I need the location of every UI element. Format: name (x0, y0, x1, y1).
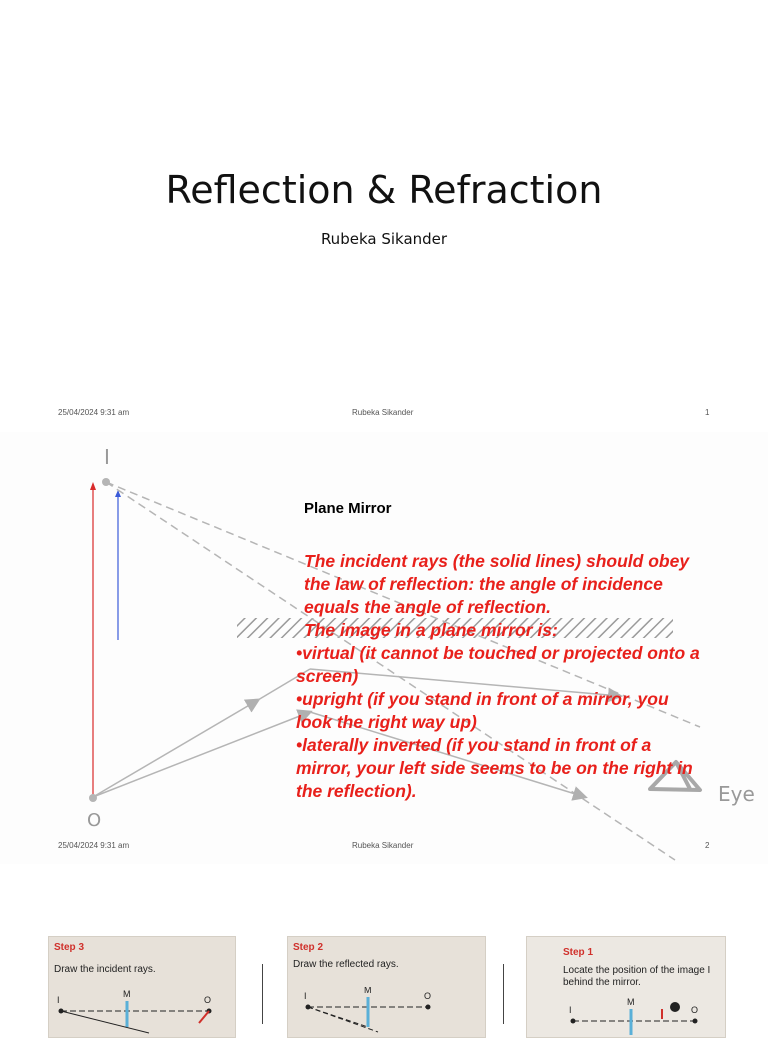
virtual-ray-1 (105, 481, 701, 728)
reflected-ray-1 (309, 668, 623, 703)
incident-ray-1-tail (257, 668, 311, 701)
step-2-diagram: I M O (304, 987, 431, 1033)
divider-line (262, 964, 263, 1024)
footer-page-number: 2 (705, 841, 710, 850)
object-label: O (87, 810, 102, 831)
step-label: Step 2 (293, 942, 324, 953)
object-point (89, 794, 97, 802)
incident-ray-1 (92, 698, 261, 798)
diagram-image-label: I (57, 995, 60, 1005)
incident-ray-2 (92, 709, 313, 798)
slide-title: Reflection & Refraction (165, 168, 603, 212)
object-distance-arrowhead (90, 482, 96, 490)
footer-date: 25/04/2024 9:31 am (58, 408, 130, 417)
bullet-virtual: •virtual (it cannot be touched or projec… (296, 643, 700, 686)
step-3-diagram: I M O (57, 989, 212, 1034)
eye-icon (648, 760, 702, 792)
diagram-object-label: O (204, 995, 211, 1005)
diagram-mirror-label: M (627, 997, 635, 1007)
footer-date: 25/04/2024 9:31 am (58, 841, 130, 850)
image-properties-intro: The image in a plane mirror is: (304, 620, 558, 640)
step-label: Step 1 (563, 947, 594, 958)
slide-3: Step 3 Draw the incident rays. I M O Ste… (0, 864, 768, 1038)
diagram-image-label: I (569, 1005, 572, 1015)
image-point (102, 478, 110, 486)
section-heading: Plane Mirror (304, 500, 392, 517)
mirror-surface (237, 618, 673, 638)
step-3-photo: Step 3 Draw the incident rays. I M O (48, 936, 236, 1038)
info-icon (670, 1002, 680, 1012)
reflected-ray-2 (309, 711, 588, 801)
divider-line (503, 964, 504, 1024)
step-1-diagram: I M O (569, 997, 698, 1035)
step-1-photo: Step 1 Locate the position of the image … (526, 936, 726, 1038)
slide-1: Reflection & Refraction Rubeka Sikander … (0, 0, 768, 432)
eye-label: Eye (718, 782, 755, 806)
diagram-mirror-label: M (123, 989, 131, 999)
law-of-reflection-text: The incident rays (the solid lines) shou… (304, 551, 690, 617)
diagram-object-label: O (424, 991, 431, 1001)
footer-page-number: 1 (705, 408, 710, 417)
diagram-object-label: O (691, 1005, 698, 1015)
plane-mirror-diagram (89, 478, 702, 861)
slide-subtitle: Rubeka Sikander (320, 230, 448, 248)
footer-author: Rubeka Sikander (352, 841, 414, 850)
explanation-text: The incident rays (the solid lines) shou… (296, 550, 706, 803)
diagram-image-label: I (304, 991, 307, 1001)
bullet-laterally-inverted: •laterally inverted (if you stand in fro… (296, 735, 693, 801)
step-description: Draw the reflected rays. (293, 959, 399, 970)
step-description: Locate the position of the image I behin… (563, 965, 711, 988)
image-distance-arrowhead (115, 490, 121, 497)
bullet-upright: •upright (if you stand in front of a mir… (296, 689, 669, 732)
virtual-ray-2 (105, 481, 676, 861)
step-2-photo: Step 2 Draw the reflected rays. I M O (287, 936, 486, 1038)
footer-author: Rubeka Sikander (352, 408, 414, 417)
image-label: I (104, 445, 110, 469)
slide-2: I O Eye Plane Mirror The incident rays (… (0, 432, 768, 864)
step-description: Draw the incident rays. (54, 964, 156, 975)
diagram-mirror-label: M (364, 987, 372, 995)
step-label: Step 3 (54, 942, 85, 953)
